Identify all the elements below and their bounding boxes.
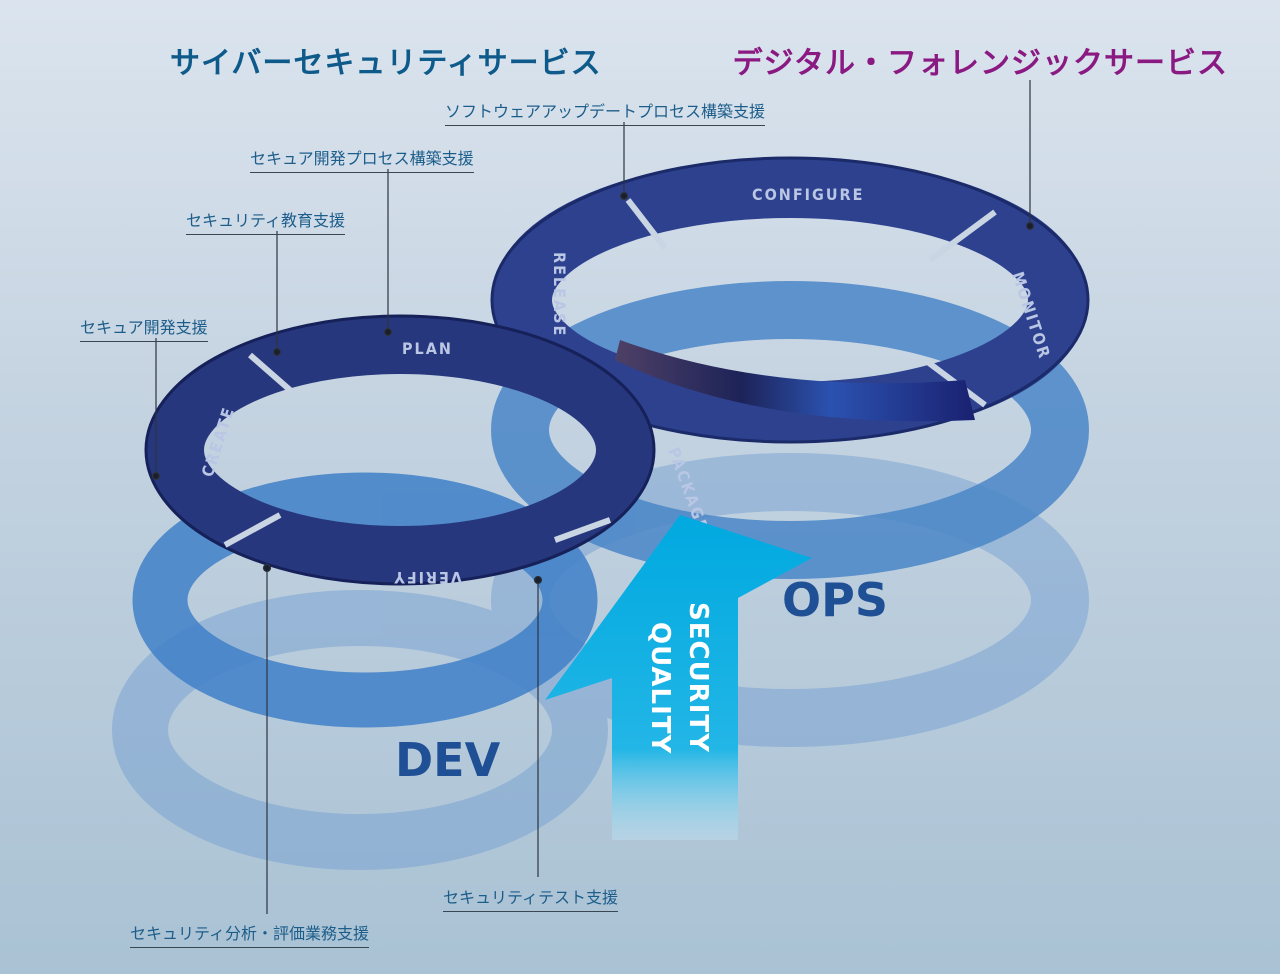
dev-ring [144,314,656,586]
callout-secure-dev-process: セキュア開発プロセス構築支援 [250,145,474,173]
callout-software-update: ソフトウェアアップデートプロセス構築支援 [445,98,766,126]
heading-cyber-security: サイバーセキュリティサービス [170,46,602,81]
callout-security-education: セキュリティ教育支援 [186,207,346,235]
lower-ring-layer [132,281,1089,728]
callout-security-analysis: セキュリティ分析・評価業務支援 [130,920,370,948]
dev-label: DEV [395,733,501,787]
segment-label-release: RELEASE [550,252,569,337]
arrow-text-security: SECURITY [683,602,713,753]
ops-label: OPS [782,573,888,627]
ghost-ring-layer [112,453,1089,870]
segment-label-verify: VERIFY [392,568,462,587]
segment-label-configure: CONFIGURE [752,185,864,204]
ops-ring [490,156,1090,444]
callout-security-test: セキュリティテスト支援 [443,884,619,912]
security-quality-arrow [545,515,812,840]
heading-digital-forensic: デジタル・フォレンジックサービス [732,46,1228,81]
segment-label-plan: PLAN [402,339,453,358]
callout-leaders [151,80,1035,914]
callout-secure-dev: セキュア開発支援 [80,314,208,342]
arrow-text-quality: QUALITY [645,622,675,755]
